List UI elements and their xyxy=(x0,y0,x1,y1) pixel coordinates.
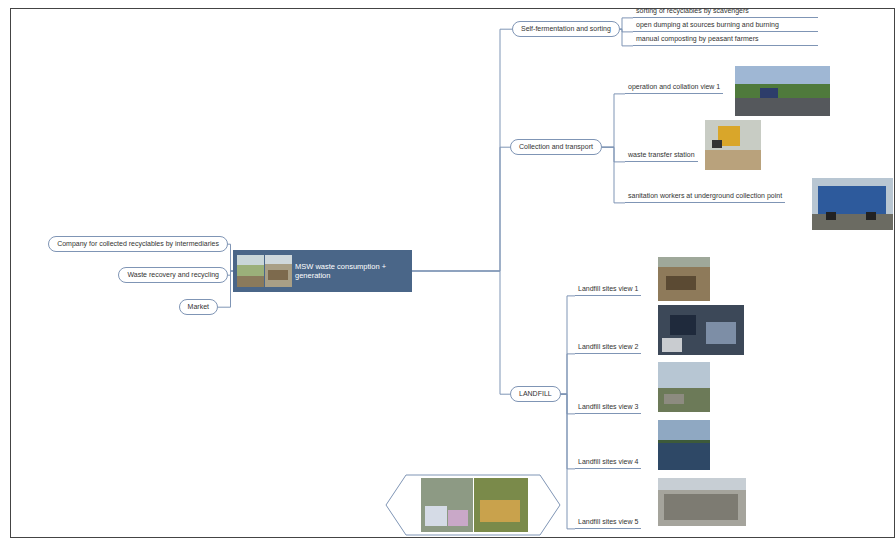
branch-line xyxy=(561,296,575,394)
branch-line xyxy=(412,29,512,271)
branch-topic: Collection and transport xyxy=(510,139,602,155)
branch-line xyxy=(602,94,625,147)
topic-label: Landfill sites view 4 xyxy=(578,458,638,465)
topic-label: LANDFILL xyxy=(519,390,552,397)
branch-line xyxy=(412,147,510,271)
branch-line xyxy=(561,394,575,529)
topic-label: Self-fermentation and sorting xyxy=(521,25,611,32)
central-fill xyxy=(233,250,412,292)
subtopic: sanitation workers at underground collec… xyxy=(625,191,785,203)
branch-line xyxy=(602,147,625,162)
photo-landfill-2 xyxy=(658,305,744,355)
subtopic: Landfill sites view 1 xyxy=(575,284,641,296)
frame xyxy=(11,9,895,538)
subtopic: sorting of recyclables by scavengers xyxy=(633,6,818,18)
central-photos xyxy=(237,255,292,287)
subtopic: Landfill sites view 4 xyxy=(575,457,641,469)
branch-line xyxy=(228,244,233,271)
photo-landfill-4 xyxy=(658,420,710,470)
photo-landfill-1 xyxy=(658,257,710,301)
photo-transfer-station xyxy=(705,120,761,170)
subtopic: manual composting by peasant farmers xyxy=(633,34,818,46)
topic-label: sanitation workers at underground collec… xyxy=(628,192,782,199)
branch-line xyxy=(412,271,510,394)
subtopic: Landfill sites view 3 xyxy=(575,402,641,414)
photo-landfill-3 xyxy=(658,362,710,412)
subtopic: open dumping at sources burning and burn… xyxy=(633,20,818,32)
topic-label: Landfill sites view 1 xyxy=(578,285,638,292)
central-topic: MSW waste consumption + generation xyxy=(233,250,412,292)
topic-label: Landfill sites view 3 xyxy=(578,403,638,410)
branch-line xyxy=(561,394,575,414)
subtopic: Landfill sites view 5 xyxy=(575,517,641,529)
topic-label: waste transfer station xyxy=(628,151,695,158)
topic-label: operation and collation view 1 xyxy=(628,83,720,90)
branch-line xyxy=(561,394,575,469)
side-topic: Waste recovery and recycling xyxy=(118,267,228,283)
subtopic: waste transfer station xyxy=(625,150,698,162)
photo-collection-1 xyxy=(735,66,830,116)
topic-label: Landfill sites view 5 xyxy=(578,518,638,525)
topic-label: sorting of recyclables by scavengers xyxy=(636,7,749,14)
subtopic: operation and collation view 1 xyxy=(625,82,723,94)
branch-line xyxy=(620,18,633,29)
branch-line xyxy=(620,29,633,46)
subtopic: Landfill sites view 2 xyxy=(575,342,641,354)
topic-label: Waste recovery and recycling xyxy=(127,271,219,278)
side-topic: Company for collected recyclables by int… xyxy=(48,236,228,252)
topic-label: manual composting by peasant farmers xyxy=(636,35,759,42)
branch-topic: LANDFILL xyxy=(510,386,561,402)
topic-label: Landfill sites view 2 xyxy=(578,343,638,350)
branch-topic: Self-fermentation and sorting xyxy=(512,21,620,37)
hexagon-photo-panel xyxy=(386,475,560,535)
photo-landfill-5 xyxy=(658,478,746,526)
topic-label: Company for collected recyclables by int… xyxy=(57,240,219,247)
branch-line xyxy=(602,147,625,203)
branch-line xyxy=(561,354,575,394)
photo-sanitation-workers xyxy=(812,178,893,230)
topic-label: Market xyxy=(188,303,209,310)
topic-label: Collection and transport xyxy=(519,143,593,150)
topic-label: open dumping at sources burning and burn… xyxy=(636,21,779,28)
side-topic: Market xyxy=(179,299,218,315)
topic-label: MSW waste consumption + generation xyxy=(295,262,408,280)
